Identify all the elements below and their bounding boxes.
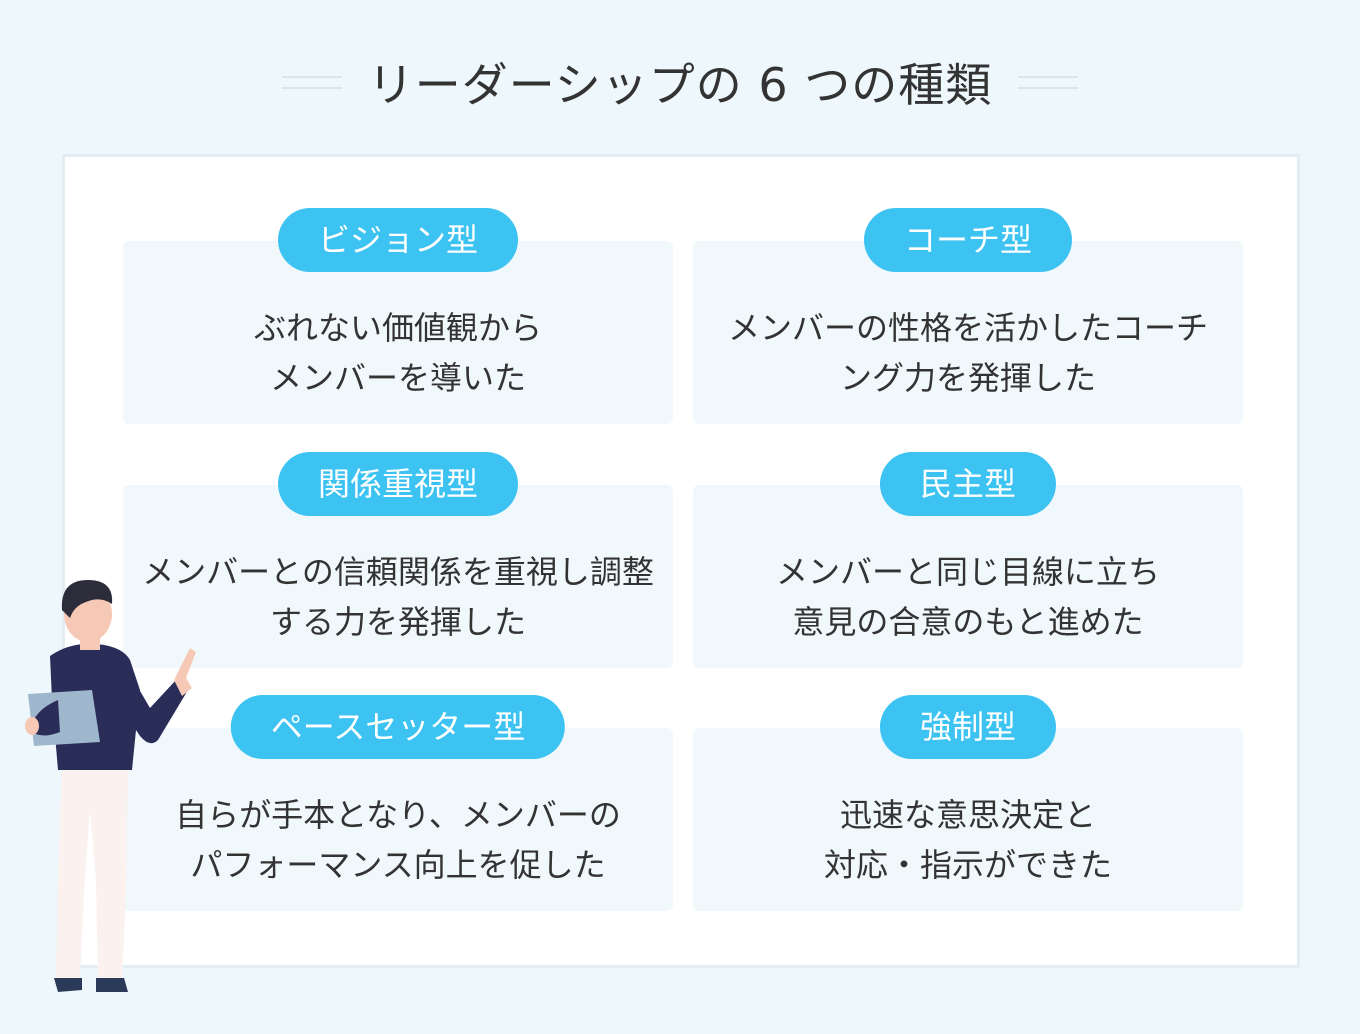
title-decoration-left (281, 75, 342, 89)
trousers (56, 760, 128, 980)
description-line: メンバーの性格を活かしたコーチ (727, 309, 1208, 347)
card-vision-type: ビジョン型 ぶれない価値観から メンバーを導いた (123, 208, 673, 424)
description-line: ぶれない価値観から (253, 309, 542, 347)
type-tag: ビジョン型 (277, 208, 519, 272)
description-line: メンバーを導いた (269, 359, 526, 397)
type-description: ぶれない価値観から メンバーを導いた (123, 303, 673, 403)
type-tag: コーチ型 (863, 208, 1073, 272)
type-description: メンバーとの信頼関係を重視し調整 する力を発揮した (123, 547, 673, 647)
description-line: 自らが手本となり、メンバーの (175, 796, 621, 834)
description-line: する力を発揮した (269, 603, 526, 641)
pointing-hand (174, 648, 196, 696)
right-shoe (96, 978, 128, 992)
description-line: 意見の合意のもと進めた (792, 603, 1144, 641)
type-tag: 関係重視型 (277, 452, 519, 516)
type-description: メンバーと同じ目線に立ち 意見の合意のもと進めた (693, 547, 1243, 647)
card-pacesetter-type: ペースセッター型 自らが手本となり、メンバーの パフォーマンス向上を促した (123, 695, 673, 911)
type-description: 自らが手本となり、メンバーの パフォーマンス向上を促した (123, 790, 673, 890)
presenter-person-illustration (25, 580, 196, 992)
card-coach-type: コーチ型 メンバーの性格を活かしたコーチ ング力を発揮した (693, 208, 1243, 424)
type-tag: ペースセッター型 (230, 695, 566, 759)
description-line: パフォーマンス向上を促した (190, 846, 606, 884)
title-decoration-right (1018, 75, 1079, 89)
pointing-arm (116, 660, 188, 744)
title-row: リーダーシップの 6 つの種類 (0, 52, 1360, 112)
type-description: 迅速な意思決定と 対応・指示ができた (693, 790, 1243, 890)
left-shoe (54, 978, 82, 992)
type-tag: 民主型 (879, 452, 1057, 516)
description-line: 迅速な意思決定と (839, 796, 1096, 834)
description-line: ング力を発揮した (839, 359, 1096, 397)
description-line: メンバーとの信頼関係を重視し調整 (142, 553, 654, 591)
holding-hand (25, 717, 39, 735)
description-line: メンバーと同じ目線に立ち (775, 553, 1160, 591)
card-democratic-type: 民主型 メンバーと同じ目線に立ち 意見の合意のもと進めた (693, 452, 1243, 668)
description-line: 対応・指示ができた (823, 846, 1112, 884)
card-coercive-type: 強制型 迅速な意思決定と 対応・指示ができた (693, 695, 1243, 911)
type-tag: 強制型 (879, 695, 1057, 759)
card-relationship-type: 関係重視型 メンバーとの信頼関係を重視し調整 する力を発揮した (123, 452, 673, 668)
type-description: メンバーの性格を活かしたコーチ ング力を発揮した (693, 303, 1243, 403)
hair (61, 580, 113, 618)
page-title: リーダーシップの 6 つの種類 (367, 58, 993, 112)
